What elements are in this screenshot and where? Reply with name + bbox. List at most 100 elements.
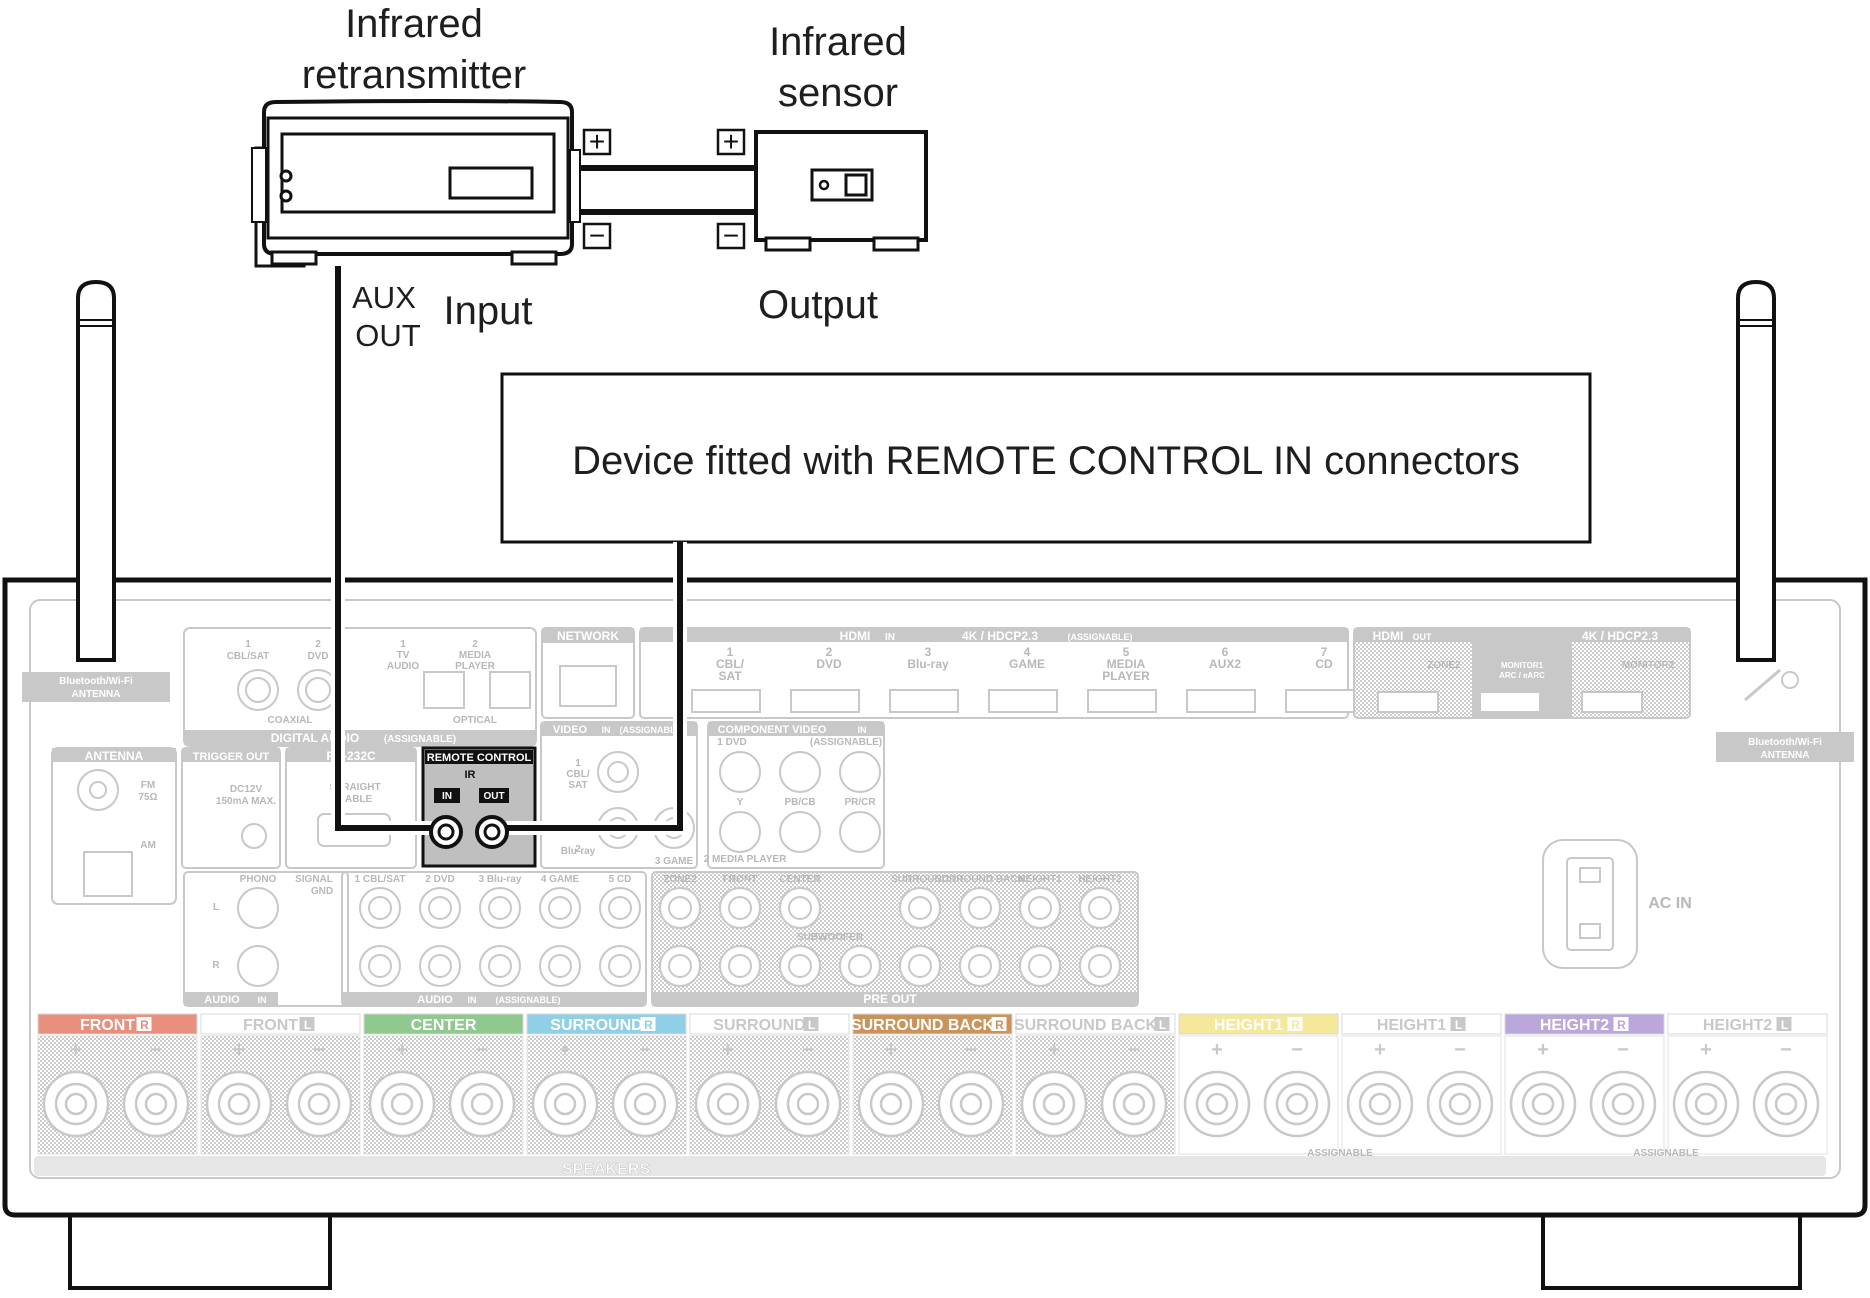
audio-in-jack-center: [368, 954, 392, 978]
pre-out-jack-center: [1028, 954, 1052, 978]
svg-text:IR: IR: [465, 769, 476, 781]
svg-text:HDMI: HDMI: [1373, 629, 1404, 643]
svg-text:4K / HDCP2.3: 4K / HDCP2.3: [962, 629, 1038, 643]
pre-out-jack-center: [728, 896, 752, 920]
audio-in-jack: [419, 887, 461, 929]
speaker-terminal-center: [1042, 1092, 1066, 1116]
ir-cables: [331, 266, 687, 849]
antenna-section: ANTENNA FM 75Ω AM: [51, 747, 177, 905]
pre-out-jack-center: [908, 896, 932, 920]
retransmitter-label-2: retransmitter: [302, 53, 527, 97]
speaker-group-label: SURROUND BACK: [851, 1017, 995, 1034]
pre-out-jack-center: [788, 896, 812, 920]
plus-terminal-sign: +: [1211, 1039, 1223, 1061]
subwoofer-label: SUBWOOFER: [797, 932, 864, 943]
svg-text:MEDIA: MEDIA: [459, 650, 491, 661]
svg-text:DVD: DVD: [307, 651, 328, 662]
phono-audio-section: PHONO SIGNAL GND L R AUDIO IN: [183, 871, 349, 1007]
plus-terminal-sign: +: [1537, 1039, 1549, 1061]
speaker-terminal-center: [1448, 1092, 1472, 1116]
speaker-side-label: R: [1617, 1018, 1626, 1032]
svg-text:75Ω: 75Ω: [138, 792, 157, 803]
audio-in-jack: [539, 887, 581, 929]
svg-text:1: 1: [245, 639, 251, 650]
pre-out-label: CENTER: [779, 874, 821, 885]
retransmitter-label-1: Infrared: [345, 2, 483, 46]
hdmi-in-label: 7: [1321, 645, 1328, 659]
audio-in-jack-center: [368, 896, 392, 920]
audio-in-jack-center: [428, 896, 452, 920]
plus-terminal-sign: +: [70, 1039, 82, 1061]
infrared-retransmitter: + −: [251, 99, 612, 268]
speaker-terminal-center: [1285, 1092, 1309, 1116]
hdmi-in-port: [1186, 689, 1256, 713]
audio-in-jack-center: [548, 954, 572, 978]
speaker-terminal-center: [633, 1092, 657, 1116]
pre-out-label: ZONE2: [663, 874, 697, 885]
svg-text:DIGITAL AUDIO: DIGITAL AUDIO: [271, 731, 359, 745]
hdmi-in-label: AUX2: [1209, 657, 1241, 671]
remote-control-section: REMOTE CONTROL IR IN OUT: [421, 746, 537, 868]
pre-out-jack-center: [1088, 954, 1112, 978]
speaker-side-label: L: [304, 1018, 311, 1032]
speaker-terminal-center: [64, 1092, 88, 1116]
svg-text:AC IN: AC IN: [1648, 895, 1692, 912]
assignable-label: ASSIGNABLE: [1307, 1148, 1373, 1159]
svg-text:(ASSIGNABLE): (ASSIGNABLE): [384, 734, 456, 745]
svg-text:SPEAKERS: SPEAKERS: [562, 1161, 650, 1178]
audio-in-jack: [359, 887, 401, 929]
svg-text:AUDIO: AUDIO: [387, 661, 419, 672]
svg-text:OUT: OUT: [1413, 632, 1433, 642]
hdmi-in-label: 2: [826, 645, 833, 659]
pre-out-jack-center: [788, 954, 812, 978]
speaker-group-label: FRONT: [80, 1017, 135, 1034]
speaker-side-label: L: [1781, 1018, 1788, 1032]
assignable-label: ASSIGNABLE: [1633, 1148, 1699, 1159]
svg-text:IN: IN: [442, 791, 452, 802]
audio-in-jack: [419, 945, 461, 987]
svg-text:IN: IN: [602, 725, 611, 735]
audio-in-jack: [479, 887, 521, 929]
svg-text:1: 1: [575, 758, 581, 769]
speaker-group-label: FRONT: [243, 1017, 298, 1034]
pre-out-jack-center: [1028, 896, 1052, 920]
svg-text:FM: FM: [141, 780, 155, 791]
plus-terminal-sign: +: [1700, 1039, 1712, 1061]
svg-text:COAXIAL: COAXIAL: [268, 715, 313, 726]
speaker-group-label: CENTER: [411, 1017, 477, 1034]
trigger-out-section: TRIGGER OUT DC12V 150mA MAX.: [181, 747, 281, 869]
sensor-label-2: sensor: [778, 71, 898, 115]
pre-out-label: SURROUND: [891, 874, 949, 885]
pre-out-jack-center: [668, 896, 692, 920]
hdmi-in-label: SAT: [718, 669, 742, 683]
pre-out-jack-center: [1088, 896, 1112, 920]
network-section: NETWORK: [541, 627, 635, 719]
video-section: VIDEO IN (ASSIGNABLE) 1 CBL/ SAT 2 Blu-r…: [540, 721, 698, 869]
svg-text:PHONO: PHONO: [240, 874, 277, 885]
sensor-cables: [580, 165, 756, 215]
minus-terminal-sign: −: [802, 1039, 814, 1061]
svg-text:Y: Y: [737, 797, 744, 808]
audio-in-jack: [599, 887, 641, 929]
svg-text:4K / HDCP2.3: 4K / HDCP2.3: [1582, 629, 1658, 643]
hdmi-in-label: 5: [1123, 645, 1130, 659]
minus-terminal-sign: −: [313, 1039, 325, 1061]
speaker-side-label: R: [995, 1018, 1004, 1032]
audio-in-jack-center: [488, 954, 512, 978]
rs232c-section: RS-232C STRAIGHT CABLE: [285, 747, 417, 869]
speaker-side-tag: [640, 1017, 656, 1031]
svg-text:REMOTE CONTROL: REMOTE CONTROL: [427, 752, 532, 764]
svg-text:Bluetooth/Wi-Fi: Bluetooth/Wi-Fi: [1748, 737, 1822, 748]
speaker-group-header: [1015, 1013, 1176, 1035]
svg-text:ANTENNA: ANTENNA: [85, 749, 144, 763]
speaker-group-label: SURROUND: [713, 1017, 805, 1034]
speaker-side-label: R: [644, 1018, 653, 1032]
svg-text:DC12V: DC12V: [230, 784, 263, 795]
svg-text:OPTICAL: OPTICAL: [453, 715, 497, 726]
speaker-terminal-center: [470, 1092, 494, 1116]
svg-text:HDMI: HDMI: [840, 629, 871, 643]
audio-in-jack: [479, 945, 521, 987]
aux-out-label-1: AUX: [352, 280, 416, 315]
pre-out-jack-center: [848, 954, 872, 978]
